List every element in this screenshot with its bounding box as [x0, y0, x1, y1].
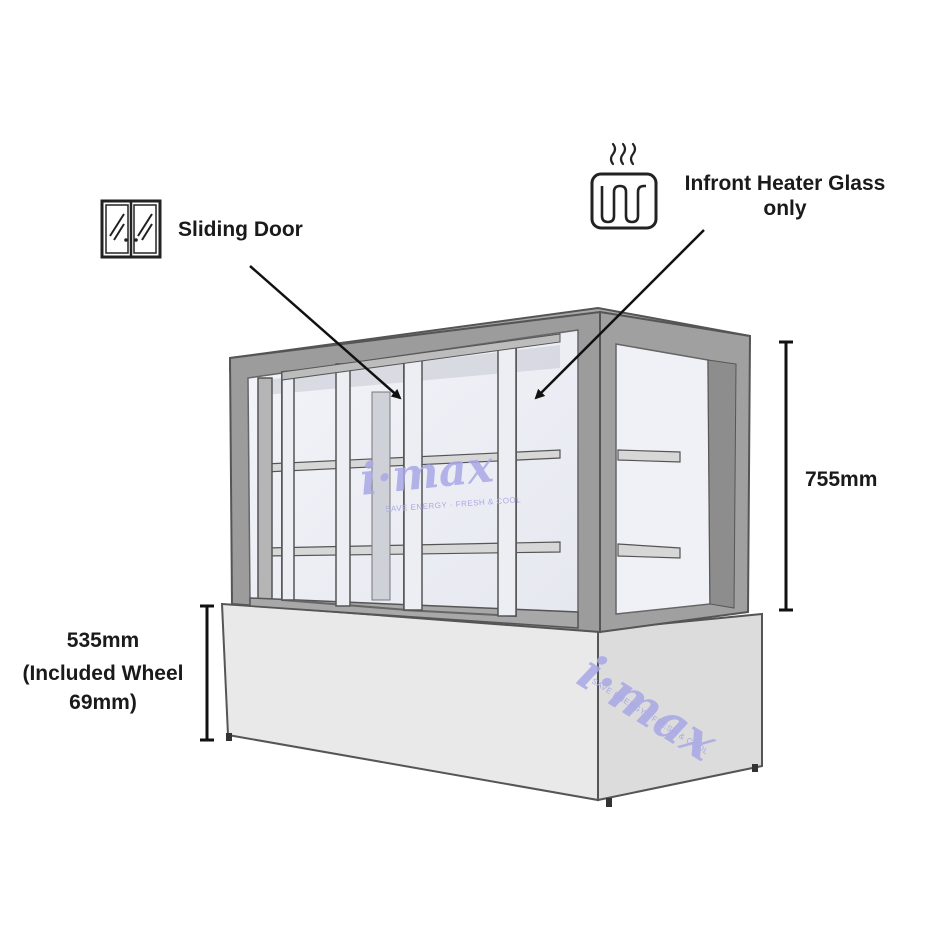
door-post-2 — [335, 363, 351, 607]
base-height-note-line1: (Included Wheel — [22, 662, 184, 686]
wheel-right — [752, 764, 758, 772]
wheel-front — [606, 798, 612, 807]
top-height-label: 755mm — [805, 468, 878, 491]
sliding-door-arrow — [249, 265, 402, 400]
base-height-note-line2: 69mm) — [69, 691, 137, 715]
dimension-top-height — [779, 340, 793, 612]
heater-glass-arrow — [534, 229, 705, 400]
wheel-left — [226, 733, 232, 741]
sliding-door-icon — [100, 199, 162, 259]
heater-glass-label: Infront Heater Glass only — [665, 171, 905, 221]
door-post-1 — [281, 371, 295, 601]
dimension-base-height — [200, 604, 214, 742]
base-height-label: 535mm (Included Wheel 69mm) — [0, 628, 206, 716]
heater-glass-label-line2: only — [763, 197, 807, 221]
sliding-doors — [281, 333, 561, 618]
base-height-value: 535mm — [66, 629, 140, 652]
door-post-4 — [497, 341, 517, 617]
cabinet-base — [220, 602, 763, 807]
heater-glass-icon — [590, 142, 658, 230]
sliding-door-label: Sliding Door — [178, 218, 303, 241]
heater-glass-label-line1: Infront Heater Glass — [684, 172, 886, 195]
